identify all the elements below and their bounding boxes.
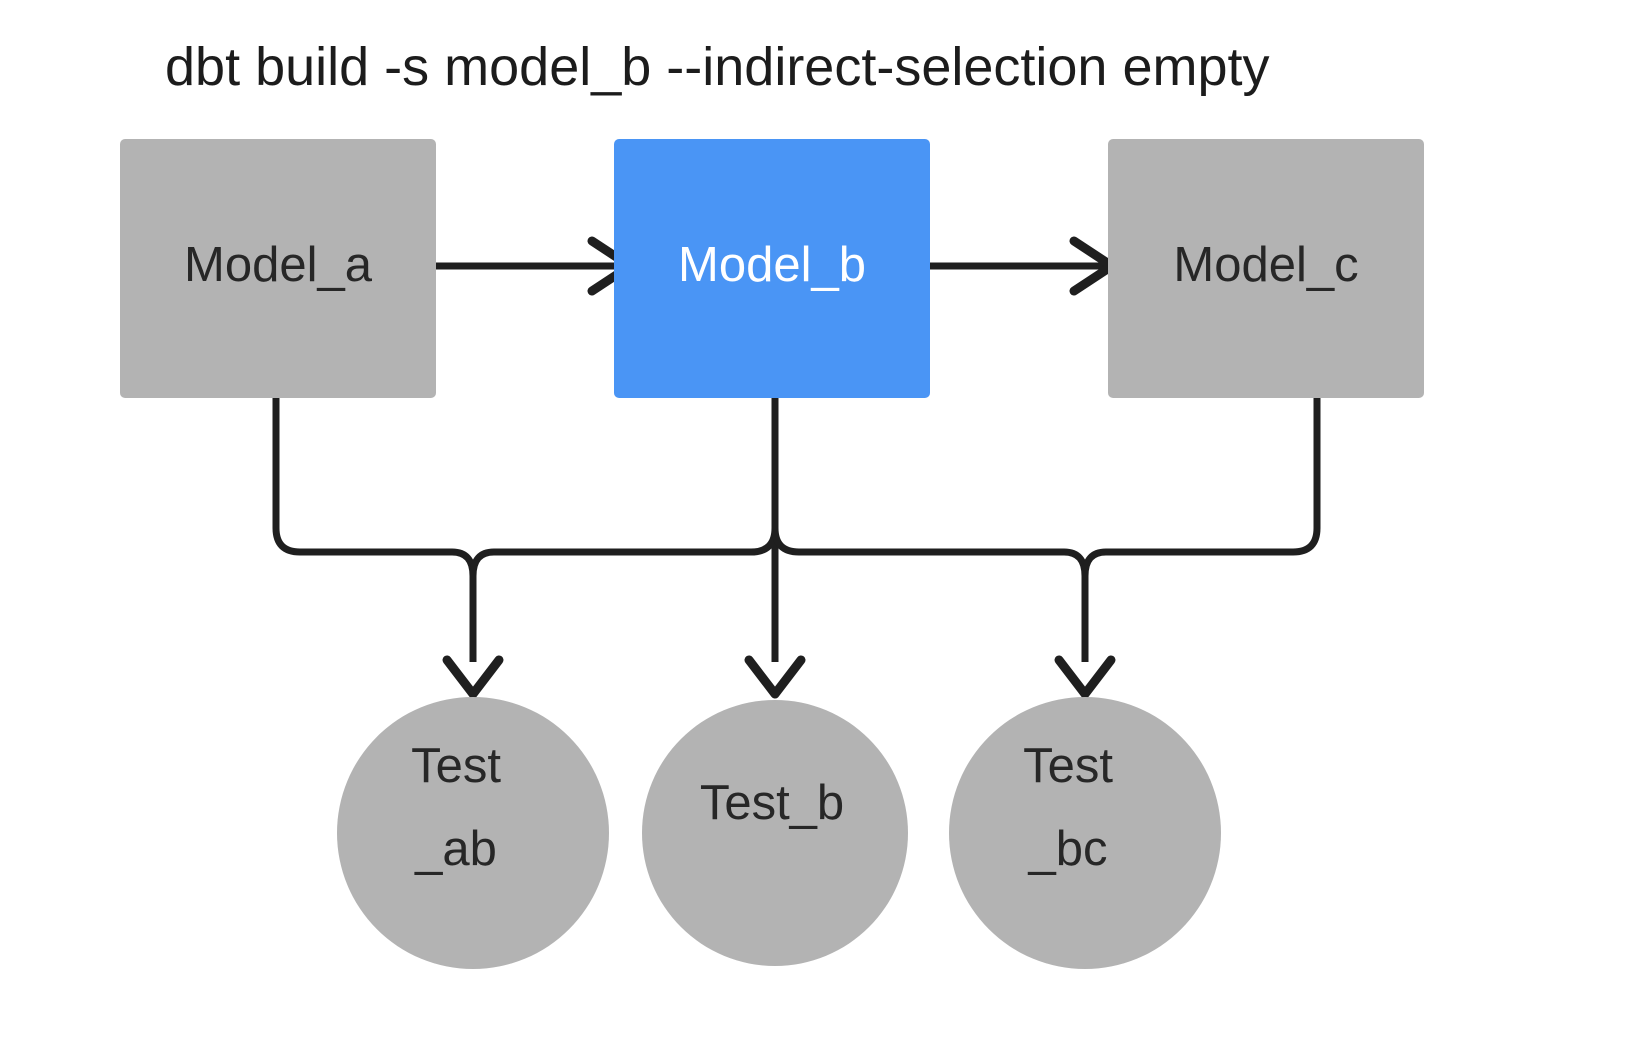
- node-model-b-shape[interactable]: [614, 139, 930, 398]
- node-test-b[interactable]: Test_b: [642, 700, 908, 966]
- node-model-c-shape[interactable]: [1108, 139, 1424, 398]
- edge-model-b-to-model-c: [930, 236, 1117, 296]
- node-model-a[interactable]: Model_a: [120, 139, 436, 398]
- diagram-title: dbt build -s model_b --indirect-selectio…: [165, 37, 1270, 97]
- edge-model-b-to-test-ab: [469, 398, 779, 662]
- arrowhead-test-b: [744, 655, 806, 699]
- edge-model-a-to-test-ab: [272, 398, 477, 662]
- node-test-bc[interactable]: Test _bc: [949, 697, 1221, 969]
- node-test-bc-shape[interactable]: [949, 697, 1221, 969]
- node-test-ab-shape[interactable]: [337, 697, 609, 969]
- arrowhead-test-bc: [1054, 655, 1116, 699]
- node-test-ab[interactable]: Test _ab: [337, 697, 609, 969]
- node-test-b-shape[interactable]: [642, 700, 908, 966]
- arrowhead-test-ab: [442, 655, 504, 699]
- edge-model-b-to-test-bc: [771, 398, 1089, 662]
- node-model-c-label: Model_c: [1173, 238, 1358, 292]
- node-model-a-shape[interactable]: [120, 139, 436, 398]
- node-test-bc-label-line1: Test: [1023, 739, 1113, 793]
- node-model-b-label: Model_b: [678, 238, 866, 292]
- node-model-c[interactable]: Model_c: [1108, 139, 1424, 398]
- edge-model-a-to-model-b: [436, 236, 635, 296]
- node-test-b-label: Test_b: [700, 776, 844, 830]
- node-test-bc-label-line2: _bc: [1027, 822, 1107, 876]
- node-model-b[interactable]: Model_b: [614, 139, 930, 398]
- node-test-ab-label-line1: Test: [411, 739, 501, 793]
- node-model-a-label: Model_a: [184, 238, 373, 292]
- edge-model-c-to-test-bc: [1081, 398, 1321, 662]
- node-test-ab-label-line2: _ab: [414, 822, 497, 876]
